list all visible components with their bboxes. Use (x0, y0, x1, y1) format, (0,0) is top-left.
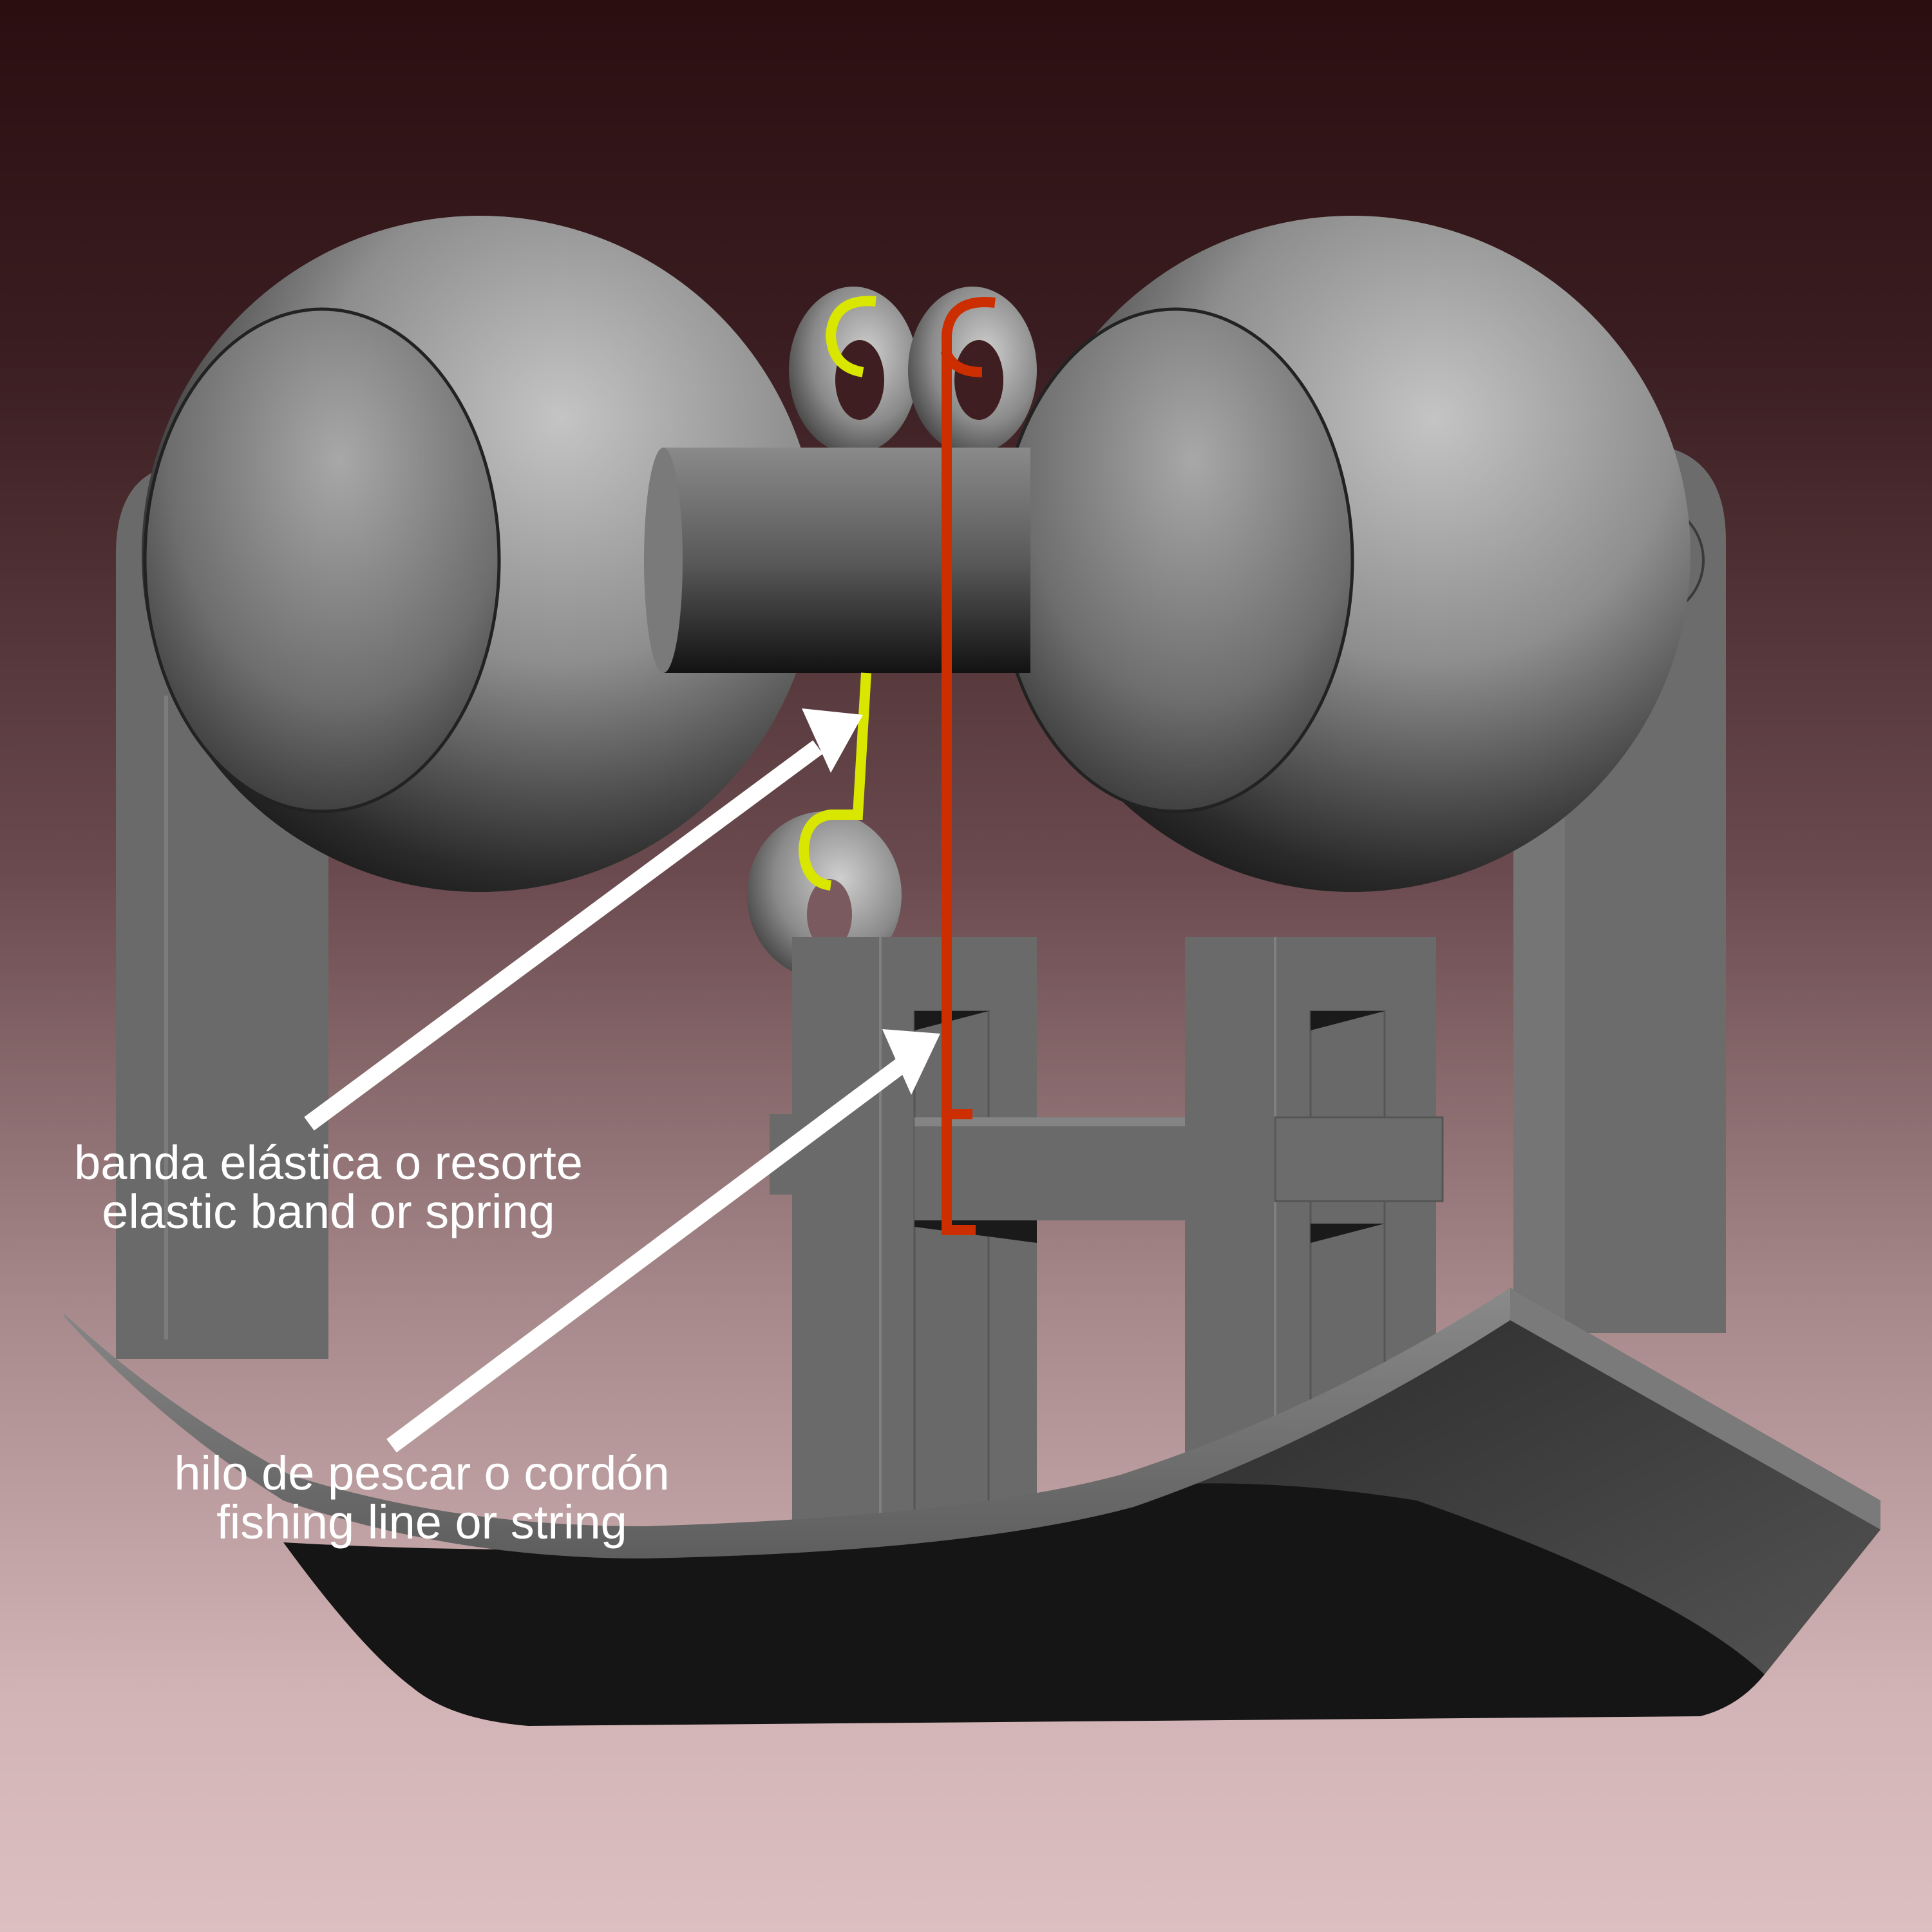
elastic-band-line (798, 296, 876, 891)
axle (644, 448, 1030, 673)
left-sphere (142, 216, 818, 892)
horizontal-bar (914, 1117, 1185, 1243)
label-fishing-es: hilo de pescar o cordón (174, 1446, 670, 1500)
label-elastic-band: banda elástica o resorte elastic band or… (39, 1139, 618, 1236)
right-sphere-cap (996, 307, 1354, 813)
arrow-fishing (386, 1029, 940, 1453)
right-sphere (996, 216, 1690, 892)
label-elastic-es: banda elástica o resorte (74, 1136, 583, 1189)
label-fishing-en: fishing line or string (216, 1495, 627, 1549)
curved-base (64, 1288, 1880, 1726)
fishing-line (940, 297, 996, 1235)
label-fishing-line: hilo de pescar o cordón fishing line or … (132, 1449, 712, 1547)
left-sphere-cap (143, 307, 501, 813)
label-elastic-en: elastic band or spring (102, 1185, 555, 1238)
arrow-elastic (304, 708, 863, 1131)
